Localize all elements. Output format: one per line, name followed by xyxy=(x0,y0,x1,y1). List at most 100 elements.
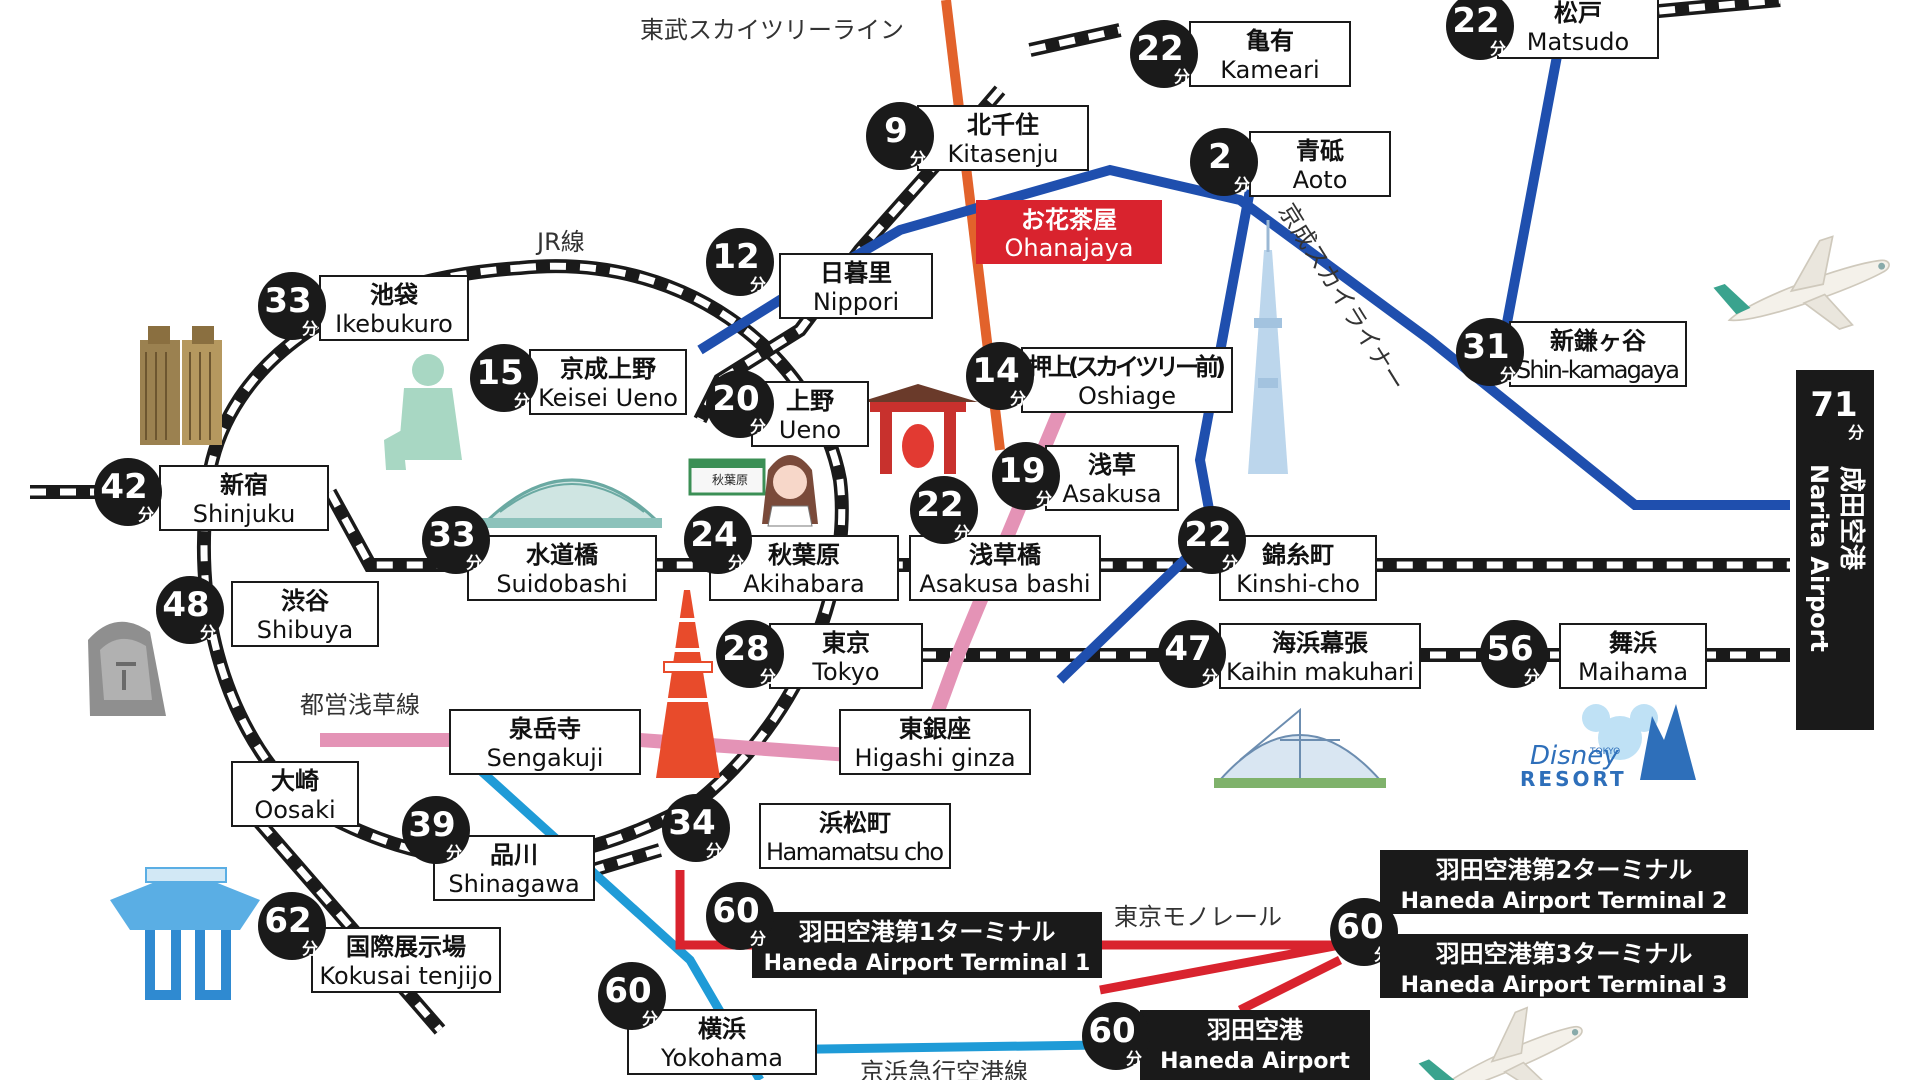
hub-station-ohanajaya[interactable]: お花茶屋 Ohanajaya xyxy=(976,200,1162,264)
minute-badge: 33分 xyxy=(258,272,326,340)
station-box xyxy=(1219,623,1421,689)
minute-unit: 分 xyxy=(1524,667,1540,686)
minute-badge: 28分 xyxy=(716,620,784,688)
akihabara-sign-icon: 秋葉原 xyxy=(688,458,766,496)
station-name-en: Higashi ginza xyxy=(854,744,1015,772)
minute-unit: 分 xyxy=(138,505,154,524)
minute-badge: 71分 xyxy=(1804,376,1872,444)
station-box xyxy=(1219,535,1377,601)
station-box xyxy=(231,761,359,827)
minute-unit: 分 xyxy=(1126,1049,1142,1068)
minute-circle xyxy=(1130,20,1198,88)
airport-box xyxy=(752,912,1102,978)
minute-unit: 分 xyxy=(446,843,462,862)
moai-statue-icon xyxy=(88,621,166,716)
minute-circle xyxy=(706,882,774,950)
station-name-jp: 松戸 xyxy=(1554,0,1602,27)
airport-name-jp: 羽田空港 xyxy=(1207,1016,1304,1044)
station-name-jp: 押上(スカイツリー前) xyxy=(1028,353,1226,381)
tokyo-tower-icon xyxy=(656,590,720,778)
minute-badge: 56分 xyxy=(1480,620,1548,688)
station-name-jp: 大崎 xyxy=(271,767,319,795)
minute-circle xyxy=(1082,1002,1150,1070)
station-name-en: Hamamatsu cho xyxy=(766,838,944,866)
airport-name-jp: 成田空港 xyxy=(1836,466,1867,571)
minute-value: 60 xyxy=(712,891,759,931)
skytree-icon xyxy=(1248,220,1288,474)
minute-value: 62 xyxy=(264,901,311,941)
airport-box xyxy=(1140,1010,1370,1080)
minute-unit: 分 xyxy=(1500,365,1516,384)
station-name-jp: 水道橋 xyxy=(526,541,599,569)
station-name-en: Oshiage xyxy=(1078,382,1176,410)
minute-value: 56 xyxy=(1486,629,1533,669)
station-name-en: Asakusa xyxy=(1062,480,1161,508)
station-name-en: Shinagawa xyxy=(448,870,579,898)
keisei-line-2 xyxy=(1495,39,1565,361)
minute-circle xyxy=(156,576,224,644)
station-box xyxy=(779,253,933,319)
station-box xyxy=(1509,321,1687,387)
station-name-jp: 東京 xyxy=(822,629,870,657)
station-box xyxy=(909,535,1101,601)
station-name-en: Kokusai tenjijo xyxy=(319,962,492,990)
minute-value: 19 xyxy=(998,451,1045,491)
station-box xyxy=(467,535,657,601)
station-box xyxy=(449,709,641,775)
minute-badge: 19分 xyxy=(992,442,1060,510)
station-name-jp: 上野 xyxy=(786,387,834,415)
station-name-jp: 東銀座 xyxy=(899,715,971,743)
minute-badge: 9分 xyxy=(866,102,934,170)
minute-unit: 分 xyxy=(706,841,722,860)
akihabara-sign-label: 秋葉原 xyxy=(712,473,748,487)
airport-name-jp: 羽田空港第3ターミナル xyxy=(1436,940,1693,968)
minute-unit: 分 xyxy=(750,417,766,436)
station-name-jp: 日暮里 xyxy=(820,259,892,287)
station-name-jp: 京成上野 xyxy=(560,355,656,383)
minute-circle xyxy=(866,102,934,170)
minute-value: 33 xyxy=(428,515,475,555)
station-name-jp: 新鎌ヶ谷 xyxy=(1550,327,1647,355)
minute-unit: 分 xyxy=(1234,175,1250,194)
station-name-en: Keisei Ueno xyxy=(538,384,678,412)
station-box xyxy=(529,349,687,415)
station-name-en: Maihama xyxy=(1578,658,1688,686)
minute-unit: 分 xyxy=(910,149,926,168)
monorail-line xyxy=(675,870,1343,1015)
hub-station-box xyxy=(976,200,1162,264)
station-name-en: Ueno xyxy=(779,416,841,444)
